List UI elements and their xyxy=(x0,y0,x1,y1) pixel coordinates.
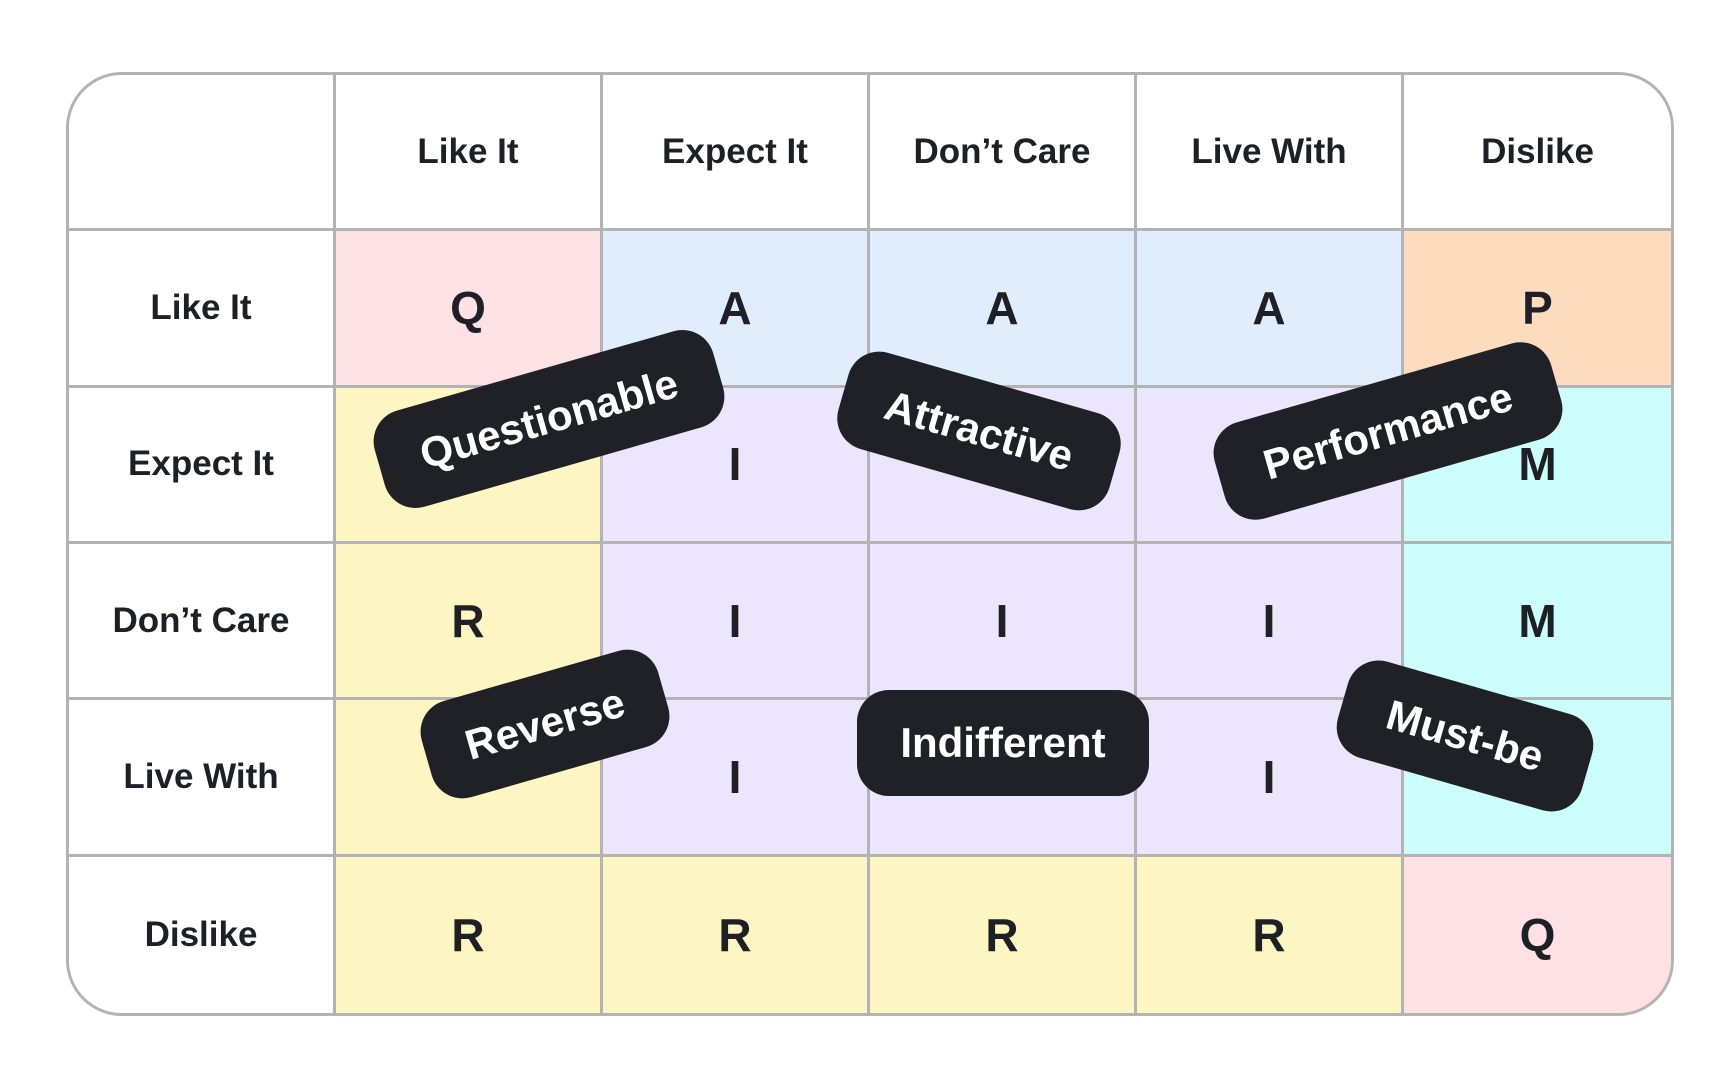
table-cell: R xyxy=(603,856,870,1013)
column-header-live-with: Live With xyxy=(1137,75,1404,232)
table-cell: Q xyxy=(1404,856,1671,1013)
column-header-don-t-care: Don’t Care xyxy=(870,75,1137,232)
row-header-expect-it: Expect It xyxy=(69,387,336,544)
table-cell: Q xyxy=(336,231,603,388)
row-header-like-it: Like It xyxy=(69,231,336,388)
table-cell: R xyxy=(1137,856,1404,1013)
table-cell: R xyxy=(870,856,1137,1013)
column-header-like-it: Like It xyxy=(336,75,603,232)
badge-indifferent: Indifferent xyxy=(857,690,1149,796)
table-cell: A xyxy=(870,231,1137,388)
row-header-live-with: Live With xyxy=(69,700,336,857)
table-cell: I xyxy=(870,543,1137,701)
table-cell: A xyxy=(1137,231,1404,388)
table-cell: A xyxy=(603,231,870,388)
table-cell: R xyxy=(336,856,603,1013)
row-header-don-t-care: Don’t Care xyxy=(69,543,336,701)
row-header-dislike: Dislike xyxy=(69,856,336,1013)
corner-cell xyxy=(69,75,336,232)
column-header-expect-it: Expect It xyxy=(603,75,870,232)
column-header-dislike: Dislike xyxy=(1404,75,1671,232)
table-cell: M xyxy=(1404,543,1671,701)
